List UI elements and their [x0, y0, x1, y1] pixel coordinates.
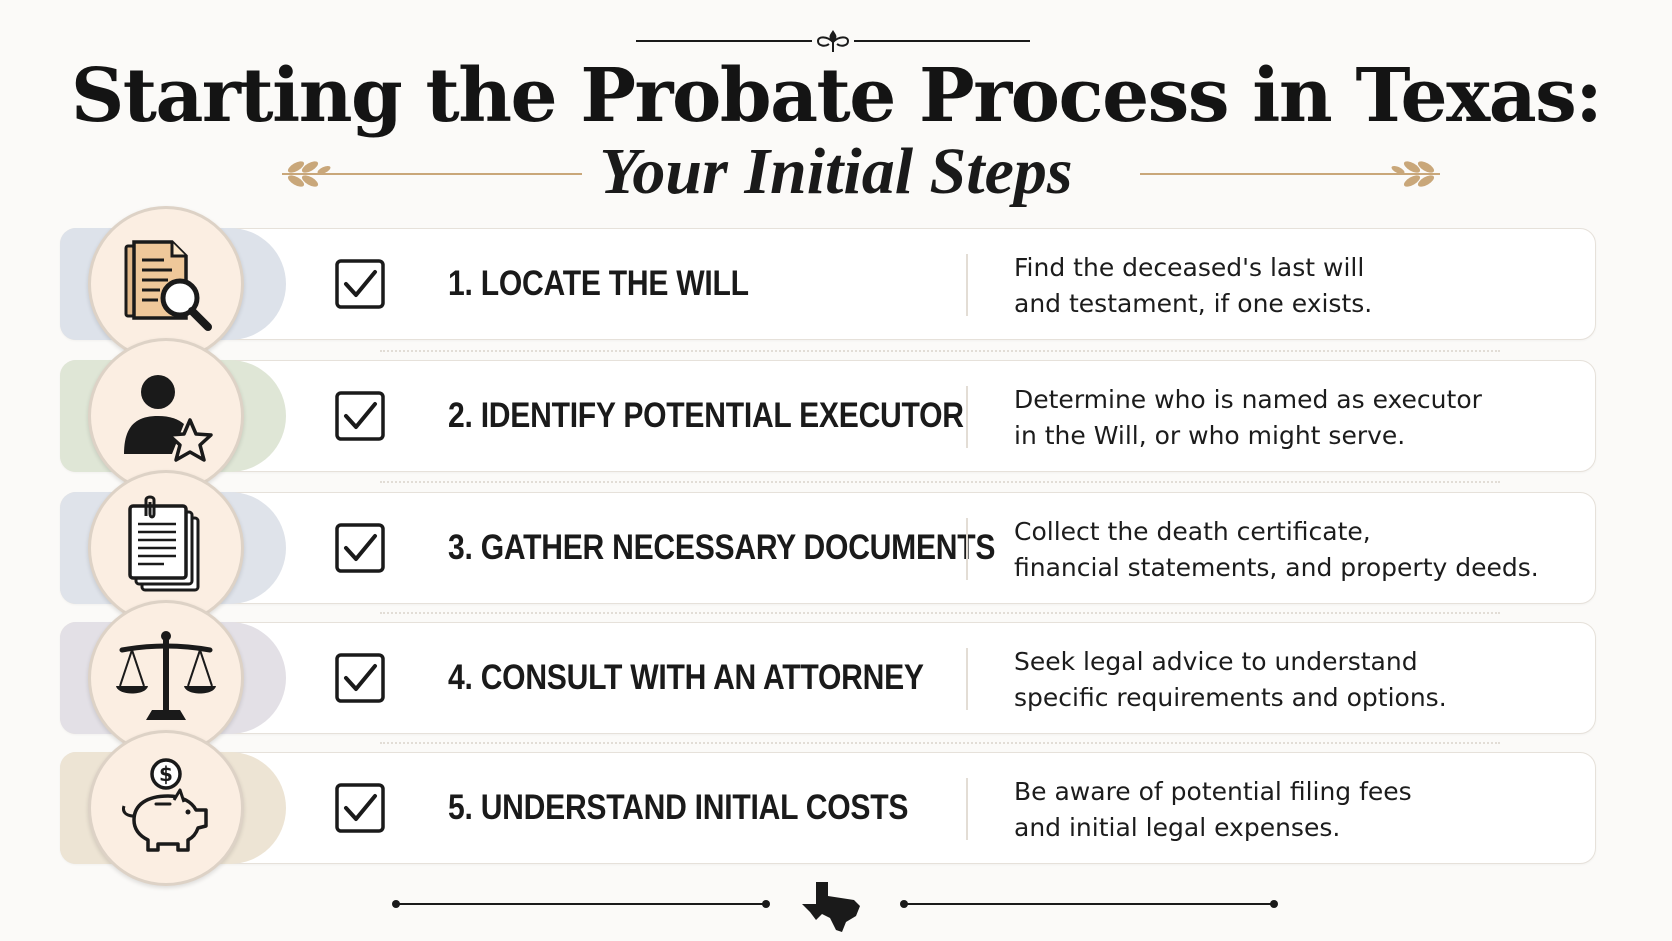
step-description-line: Collect the death certificate, [1014, 517, 1371, 546]
laurel-icon [1140, 161, 1440, 187]
step-medallion: $ [88, 730, 244, 886]
page-subtitle: Your Initial Steps [599, 135, 1073, 208]
dotted-separator [380, 481, 1500, 483]
step-description: Seek legal advice to understand specific… [1014, 644, 1574, 716]
fleur-de-lis-icon [636, 30, 1030, 52]
step-description-line: Be aware of potential filing fees [1014, 777, 1412, 806]
step-description: Collect the death certificate, financial… [1014, 514, 1574, 586]
scales-of-justice-icon [116, 631, 216, 720]
step-item-initial-costs: $ 5. UNDERSTAND INITIAL COSTS Be aware o… [60, 730, 1596, 886]
divider [966, 778, 968, 840]
step-description-line: specific requirements and options. [1014, 683, 1447, 712]
documents-clip-icon [128, 495, 200, 592]
step-description-line: financial statements, and property deeds… [1014, 553, 1539, 582]
step-description-line: Determine who is named as executor [1014, 385, 1482, 414]
step-card [60, 492, 1596, 604]
step-description: Find the deceased's last will and testam… [1014, 250, 1574, 322]
step-item-consult-attorney: 4. CONSULT WITH AN ATTORNEY Seek legal a… [60, 600, 1596, 756]
dotted-separator [380, 742, 1500, 744]
step-description-line: Seek legal advice to understand [1014, 647, 1418, 676]
step-description-line: in the Will, or who might serve. [1014, 421, 1406, 450]
step-label: 1. LOCATE THE WILL [448, 264, 749, 303]
divider [966, 648, 968, 710]
step-label: 3. GATHER NECESSARY DOCUMENTS [448, 528, 996, 567]
step-description: Be aware of potential filing fees and in… [1014, 774, 1574, 846]
step-description-line: and testament, if one exists. [1014, 289, 1373, 318]
divider [966, 254, 968, 316]
step-label: 5. UNDERSTAND INITIAL COSTS [448, 788, 909, 827]
step-medallion [88, 470, 244, 626]
page-title: Starting the Probate Process in Texas: [70, 53, 1603, 139]
checkbox-checked-icon[interactable] [334, 258, 386, 310]
document-search-icon [124, 240, 212, 331]
step-description-line: and initial legal expenses. [1014, 813, 1341, 842]
dotted-separator [380, 350, 1500, 352]
step-description-line: Find the deceased's last will [1014, 253, 1365, 282]
step-item-identify-executor: 2. IDENTIFY POTENTIAL EXECUTOR Determine… [60, 338, 1596, 494]
checkbox-checked-icon[interactable] [334, 652, 386, 704]
step-card [60, 752, 1596, 864]
divider [966, 518, 968, 580]
step-label: 2. IDENTIFY POTENTIAL EXECUTOR [448, 396, 964, 435]
step-card [60, 360, 1596, 472]
step-label: 4. CONSULT WITH AN ATTORNEY [448, 658, 924, 697]
divider [966, 386, 968, 448]
step-medallion [88, 338, 244, 494]
svg-text:$: $ [159, 762, 173, 786]
piggy-bank-dollar-icon: $ [122, 758, 208, 852]
texas-state-icon [392, 882, 1278, 932]
step-item-locate-will: 1. LOCATE THE WILL Find the deceased's l… [60, 206, 1596, 362]
laurel-icon [282, 161, 582, 187]
checkbox-checked-icon[interactable] [334, 522, 386, 574]
step-card [60, 622, 1596, 734]
step-medallion [88, 206, 244, 362]
checkbox-checked-icon[interactable] [334, 782, 386, 834]
dotted-separator [380, 612, 1500, 614]
step-item-gather-documents: 3. GATHER NECESSARY DOCUMENTS Collect th… [60, 470, 1596, 626]
person-star-icon [124, 375, 213, 462]
checkbox-checked-icon[interactable] [334, 390, 386, 442]
step-description: Determine who is named as executor in th… [1014, 382, 1574, 454]
